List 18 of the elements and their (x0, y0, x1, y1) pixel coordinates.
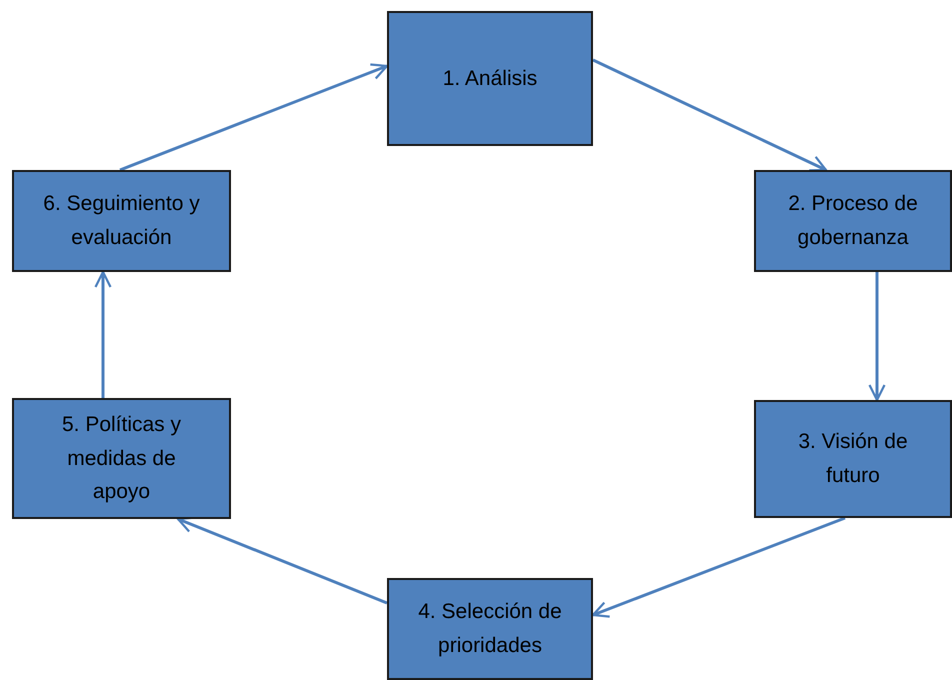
step-label: 2. Proceso de gobernanza (787, 191, 919, 251)
step-label: 1. Análisis (442, 66, 538, 92)
arrow (94, 270, 112, 398)
arrow (176, 516, 388, 604)
process-box (387, 11, 593, 146)
process-box (754, 400, 952, 518)
step-label: 6. Seguimiento y evaluación (42, 191, 201, 251)
step-label: 5. Políticas y medidas de apoyo (60, 412, 182, 506)
step-label: 4. Selección de prioridades (417, 599, 563, 659)
process-box (12, 398, 231, 519)
step-label: 3. Visión de futuro (797, 429, 909, 489)
process-box (387, 578, 593, 680)
process-box (12, 170, 231, 272)
arrow (119, 63, 388, 172)
arrow (592, 516, 846, 618)
arrow (592, 58, 828, 172)
arrow (868, 272, 886, 402)
process-box (754, 170, 952, 272)
